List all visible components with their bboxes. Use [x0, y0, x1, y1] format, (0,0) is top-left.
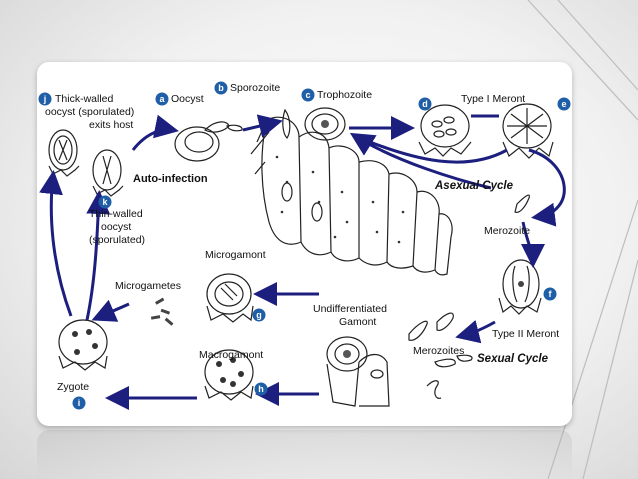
epithelium-sketch	[250, 116, 453, 276]
label-thick-walled-3: exits host	[89, 119, 133, 131]
svg-text:b: b	[218, 83, 224, 93]
merozoites-sketch	[408, 312, 473, 399]
trophozoite-sketch	[304, 107, 346, 141]
label-macrogamont: Macrogamont	[199, 349, 263, 361]
stage-badges: j a b c d e k g h i f	[38, 81, 571, 410]
type-ii-meront-sketch	[498, 259, 542, 315]
label-gamont: Gamont	[339, 316, 376, 328]
label-thin-walled-2: oocyst	[101, 221, 131, 233]
label-thin-walled-3: (sporulated)	[89, 234, 145, 246]
lifecycle-diagram-card: j a b c d e k g h i f Thick-walled oocys…	[37, 62, 572, 426]
label-thick-walled-2: oocyst (sporulated)	[45, 106, 134, 118]
type-i-meront-e-sketch	[502, 103, 554, 159]
label-asexual-cycle: Asexual Cycle	[434, 180, 514, 192]
svg-text:k: k	[102, 197, 108, 207]
svg-text:e: e	[561, 99, 566, 109]
oocyst-sketch	[174, 121, 243, 162]
label-zygote: Zygote	[57, 381, 89, 393]
microgametes-sketch	[150, 297, 174, 326]
label-sexual-cycle: Sexual Cycle	[477, 353, 549, 365]
card-reflection	[37, 430, 572, 479]
thin-walled-oocyst-sketch	[92, 149, 124, 197]
svg-text:a: a	[159, 94, 165, 104]
svg-text:g: g	[256, 310, 262, 320]
type-i-meront-d-sketch	[418, 104, 472, 157]
svg-text:i: i	[78, 398, 81, 408]
undifferentiated-gamont-sketch	[326, 336, 390, 407]
label-trophozoite: Trophozoite	[317, 89, 372, 101]
label-thick-walled-1: Thick-walled	[55, 93, 114, 105]
lifecycle-diagram: j a b c d e k g h i f Thick-walled oocys…	[38, 81, 571, 410]
label-microgamont: Microgamont	[205, 249, 266, 261]
label-merozoites: Merozoites	[413, 345, 464, 357]
lifecycle-arrows	[39, 114, 566, 410]
label-oocyst: Oocyst	[171, 93, 204, 105]
merozoite-sketch	[514, 194, 530, 213]
label-sporozoite: Sporozoite	[230, 82, 280, 94]
label-type-i-meront: Type I Meront	[461, 93, 525, 105]
svg-text:j: j	[43, 94, 47, 104]
label-merozoite: Merozoite	[484, 225, 530, 237]
microgamont-sketch	[206, 273, 254, 323]
label-type-ii-meront: Type II Meront	[492, 328, 559, 340]
svg-text:h: h	[258, 384, 264, 394]
zygote-sketch	[58, 319, 108, 371]
macrogamont-sketch	[204, 349, 254, 401]
svg-text:c: c	[305, 90, 310, 100]
label-auto-infection: Auto-infection	[133, 173, 208, 185]
label-undifferentiated: Undifferentiated	[313, 303, 387, 315]
thick-walled-oocyst-sketch	[48, 129, 80, 177]
label-thin-walled-1: Thin-walled	[89, 208, 143, 220]
decorative-corner-lines	[527, 0, 638, 479]
sporozoite-sketch	[282, 108, 291, 139]
svg-text:f: f	[549, 289, 553, 299]
label-microgametes: Microgametes	[115, 280, 181, 292]
svg-text:d: d	[422, 99, 428, 109]
